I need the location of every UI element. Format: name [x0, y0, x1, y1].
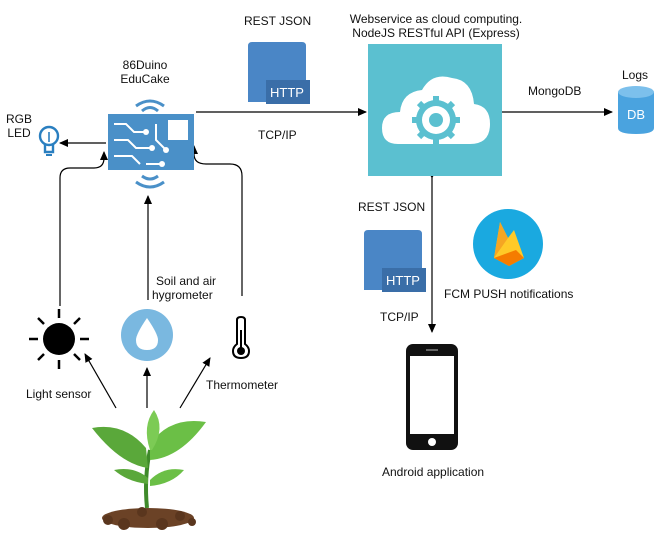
android-app-label: Android application	[382, 465, 485, 479]
rest-json-top-label: REST JSON	[244, 14, 312, 28]
board-title-line2: EduCake	[120, 72, 170, 86]
circuit-board-icon	[108, 99, 194, 189]
hygrometer-node	[120, 308, 174, 362]
rest-json-mid-label: REST JSON	[358, 200, 426, 214]
thermometer-label: Thermometer	[206, 378, 279, 392]
http-doc-top-node	[246, 40, 310, 106]
http-doc-mid-node	[362, 228, 426, 294]
light-sensor-label: Light sensor	[26, 387, 92, 401]
database-icon	[618, 86, 654, 134]
webservice-title-line1: Webservice as cloud computing.	[349, 12, 523, 26]
android-phone-node	[404, 342, 460, 452]
rgb-led-label-line2: LED	[7, 126, 31, 140]
board-title-line1: 86Duino	[122, 58, 168, 72]
educake-board-node	[106, 94, 196, 194]
rgb-led-node	[36, 124, 62, 158]
smartphone-icon	[406, 344, 458, 450]
led-bulb-icon	[38, 125, 60, 156]
plant-node	[84, 408, 214, 532]
thermo-to-board-arrow	[190, 145, 243, 296]
firebase-node	[472, 208, 544, 280]
http-badge-top: HTTP	[270, 85, 304, 100]
http-badge-mid: HTTP	[386, 273, 420, 288]
droplet-icon	[121, 309, 173, 361]
rgb-led-label-line1: RGB	[5, 112, 32, 126]
logs-label: Logs	[622, 68, 649, 82]
db-badge: DB	[626, 107, 646, 122]
http-document-icon	[248, 42, 310, 104]
mongodb-label: MongoDB	[528, 84, 582, 98]
database-node	[616, 84, 656, 136]
firebase-icon	[473, 209, 543, 279]
hygrometer-label-line2: hygrometer	[152, 288, 213, 302]
tcpip-top-label: TCP/IP	[258, 128, 297, 142]
sun-icon	[29, 309, 89, 369]
hygrometer-label-line1: Soil and air	[156, 274, 217, 288]
http-document-icon	[364, 230, 426, 292]
tcpip-mid-label: TCP/IP	[380, 310, 419, 324]
plant-icon	[92, 410, 206, 530]
thermometer-icon	[231, 315, 251, 360]
thermometer-node	[230, 315, 252, 360]
plant-to-light-arrow	[84, 353, 117, 409]
cloud-gear-icon	[368, 44, 502, 176]
light-to-board-arrow	[59, 151, 108, 306]
webservice-title-line2: NodeJS RESTful API (Express)	[352, 26, 520, 40]
cloud-service-node	[368, 44, 502, 176]
fcm-label: FCM PUSH notifications	[444, 287, 574, 301]
plant-to-thermo-arrow	[179, 357, 211, 409]
light-sensor-node	[26, 306, 92, 372]
